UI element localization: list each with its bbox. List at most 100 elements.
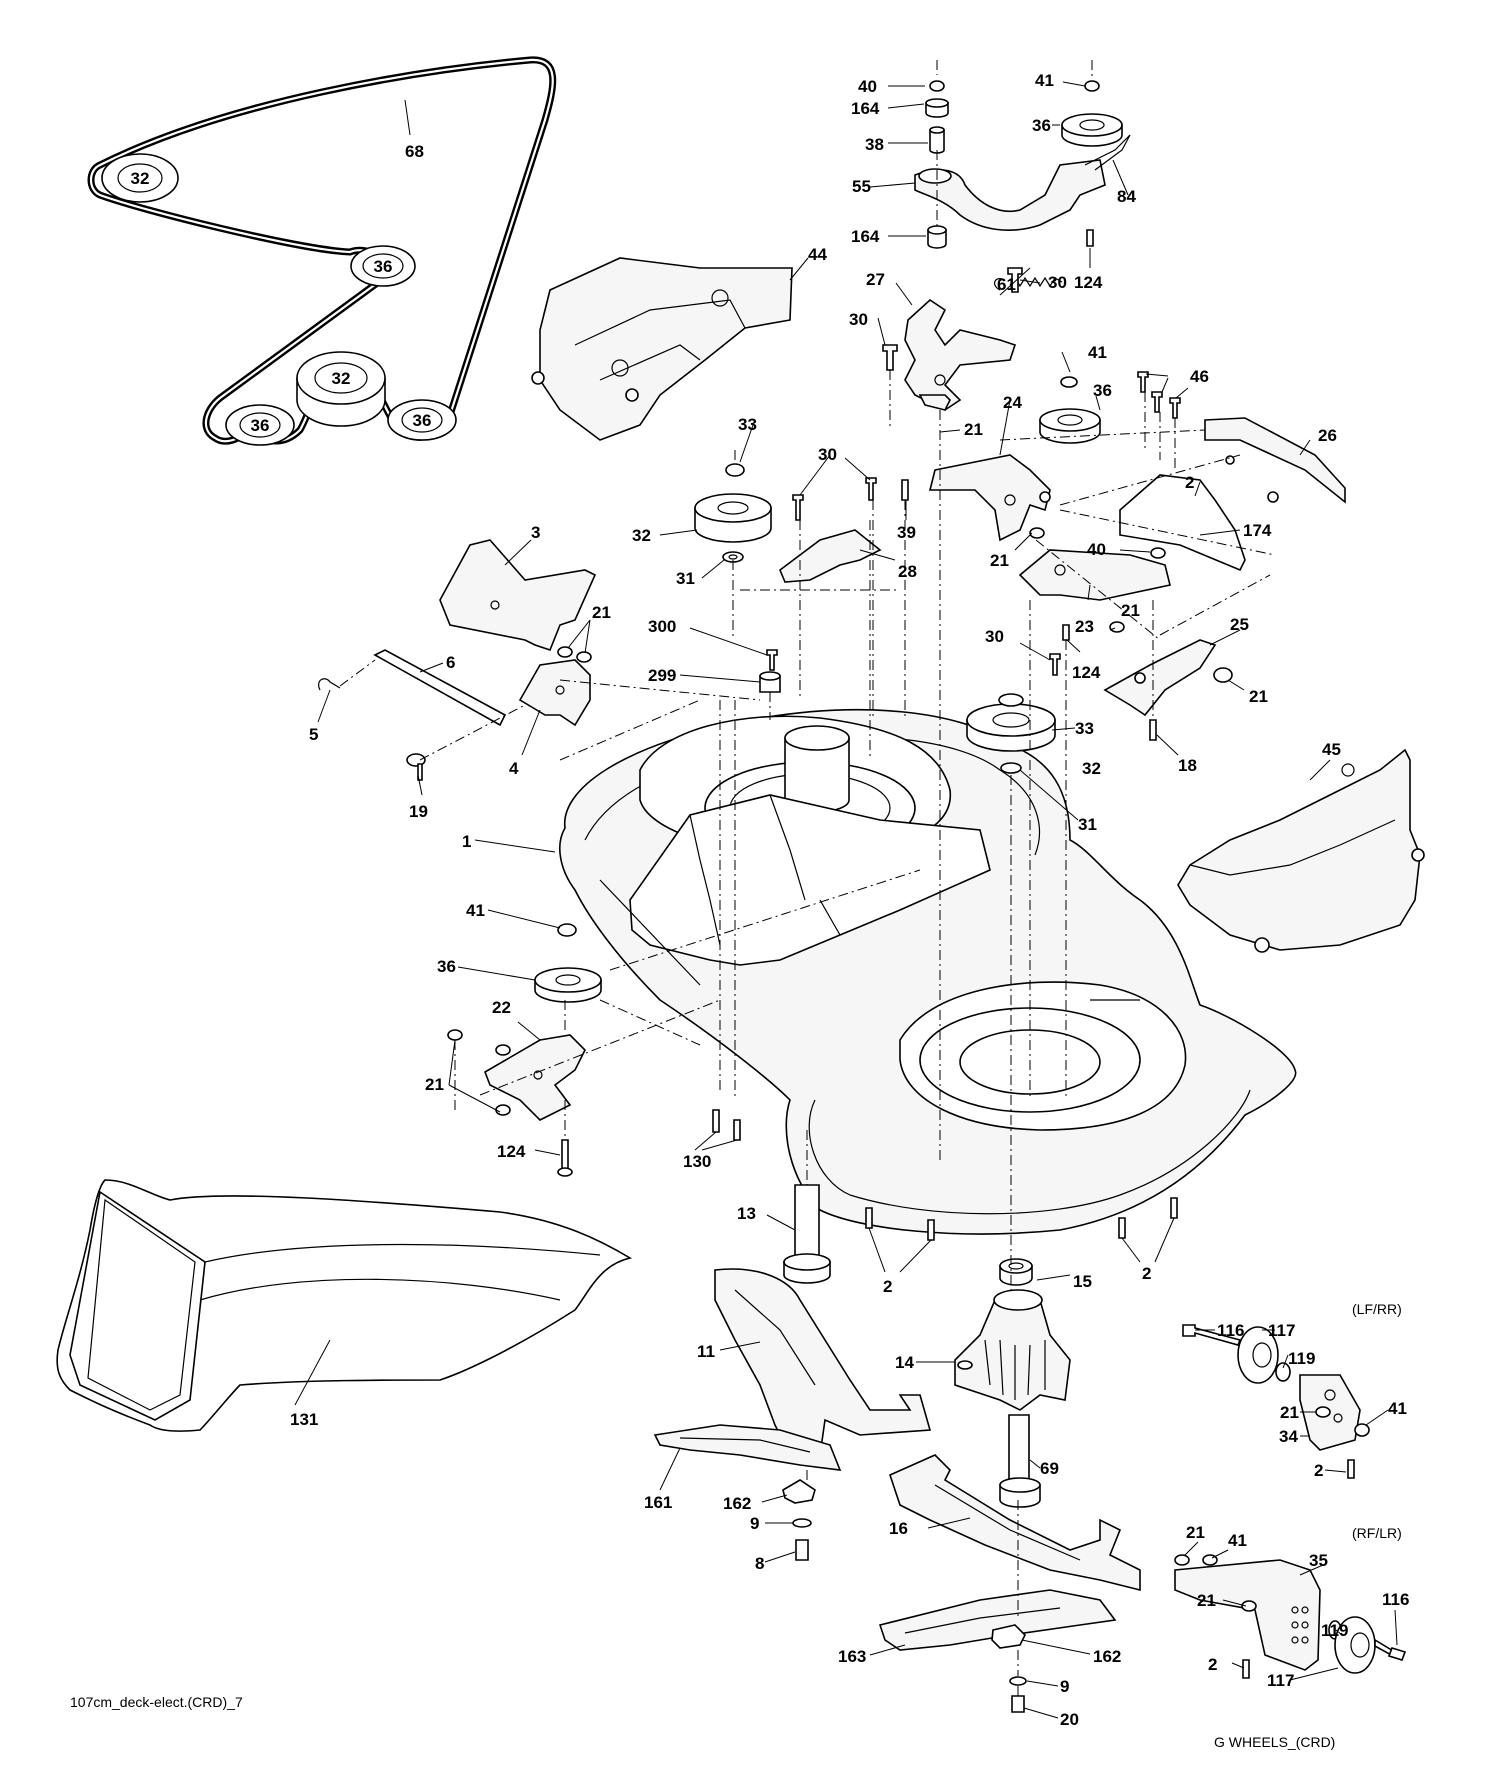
callout: 11 (697, 1342, 715, 1361)
callout: 55 (852, 177, 871, 196)
idler-bracket-55 (914, 134, 1131, 231)
bolts-2-left (865, 1207, 935, 1241)
blade-161 (653, 1424, 842, 1471)
callout: 41 (466, 901, 485, 920)
callout: 40 (858, 77, 877, 96)
callout: 5 (309, 725, 318, 744)
callout: 9 (1060, 1677, 1069, 1696)
bracket-4 (518, 659, 591, 727)
bracket-23 (1018, 549, 1171, 601)
idler-pulley-36-top (1061, 113, 1123, 147)
bracket-24 (928, 454, 1051, 542)
callout: 38 (865, 135, 884, 154)
gauge-wheel-assembly-lower (1174, 1554, 1407, 1679)
nut-33-left (725, 463, 745, 477)
callout: 21 (592, 603, 611, 622)
nut-40-top (929, 60, 945, 92)
belt-pulley-32-center: 32 (296, 351, 386, 427)
bolt-124-lower (557, 1139, 573, 1177)
callout: 164 (851, 99, 880, 118)
washer-9-left (792, 1518, 812, 1528)
callout: 45 (1322, 740, 1341, 759)
pin-5 (318, 678, 341, 691)
nut-41-mid (1060, 376, 1078, 388)
callout: 163 (838, 1647, 866, 1666)
callout: 41 (1088, 343, 1107, 362)
callout: 36 (1093, 381, 1112, 400)
callout: 116 (1217, 1321, 1244, 1340)
callout: 19 (409, 802, 428, 821)
leader-lines (294, 81, 1398, 1719)
callout: 1 (462, 832, 471, 851)
mower-deck-1 (559, 709, 1297, 1235)
pulley-32-left (694, 493, 772, 543)
callout: 161 (644, 1493, 672, 1512)
nut-41-top (1084, 80, 1100, 92)
callout: 9 (750, 1514, 759, 1533)
wheel-position-note-2: (RF/LR) (1352, 1525, 1402, 1541)
nut-21-e (1213, 667, 1233, 683)
callout: 21 (1186, 1523, 1205, 1542)
spindle-shaft-69 (999, 1414, 1041, 1508)
washer-9-right (1009, 1676, 1027, 1686)
bolt-30-a (1007, 267, 1023, 293)
bracket-22 (484, 1034, 586, 1121)
belt-cover-44 (531, 257, 793, 441)
bolt-300 (766, 649, 778, 671)
callout: 130 (683, 1152, 711, 1171)
svg-text:32: 32 (131, 169, 150, 188)
callout: 14 (895, 1353, 914, 1372)
callout: 32 (632, 526, 651, 545)
callout: 40 (1087, 540, 1106, 559)
bolt-20 (1011, 1695, 1025, 1713)
callout: 117 (1267, 1671, 1294, 1690)
callout: 2 (1314, 1461, 1323, 1480)
belt-pulley-36-right: 36 (350, 245, 416, 287)
bolt-30-e (1049, 653, 1061, 676)
callout: 300 (648, 617, 676, 636)
callout-numbers: 68 40 164 38 55 164 41 36 84 124 61 27 3… (290, 71, 1409, 1729)
callout: 84 (1117, 187, 1136, 206)
callout: 26 (1318, 426, 1337, 445)
callout: 15 (1073, 1272, 1092, 1291)
belt-cover-45 (1177, 748, 1425, 953)
idler-pulley-36-mid (1039, 408, 1101, 444)
blade-16 (889, 1454, 1141, 1592)
callout: 41 (1228, 1531, 1247, 1550)
callout: 131 (290, 1410, 318, 1429)
callout: 162 (723, 1494, 751, 1513)
callout: 33 (738, 415, 757, 434)
callout: 6 (446, 653, 455, 672)
callout: 2 (1208, 1655, 1217, 1674)
belt-pulley-32-top: 32 (101, 153, 179, 203)
bearing-15 (999, 1258, 1033, 1286)
callout: 299 (648, 666, 676, 685)
spindle-shaft-13 (783, 1184, 831, 1284)
callout: 4 (509, 759, 519, 778)
svg-text:36: 36 (251, 416, 270, 435)
blade-163 (878, 1589, 1117, 1651)
spindle-housing-14 (954, 1289, 1071, 1411)
callout: 20 (1060, 1710, 1079, 1729)
bolt-30-d (865, 477, 877, 501)
nut-41-left (557, 923, 577, 937)
callout: 31 (676, 569, 695, 588)
callout: 117 (1268, 1321, 1295, 1340)
bushing-164-lower (927, 225, 947, 249)
callout: 28 (898, 562, 917, 581)
nut-21-d (1109, 621, 1125, 633)
callout: 46 (1190, 367, 1209, 386)
spacer-38 (929, 126, 945, 154)
nut-40-mid (1150, 547, 1166, 559)
bolt-124-mid (1062, 624, 1070, 641)
callout: 41 (1035, 71, 1054, 90)
callout: 25 (1230, 615, 1249, 634)
svg-text:36: 36 (413, 411, 432, 430)
callout: 174 (1243, 521, 1272, 540)
svg-text:32: 32 (332, 369, 351, 388)
callout: 30 (1048, 273, 1067, 292)
washer-31-right (1000, 762, 1022, 774)
bushing-299 (759, 671, 781, 693)
callout: 16 (889, 1519, 908, 1538)
